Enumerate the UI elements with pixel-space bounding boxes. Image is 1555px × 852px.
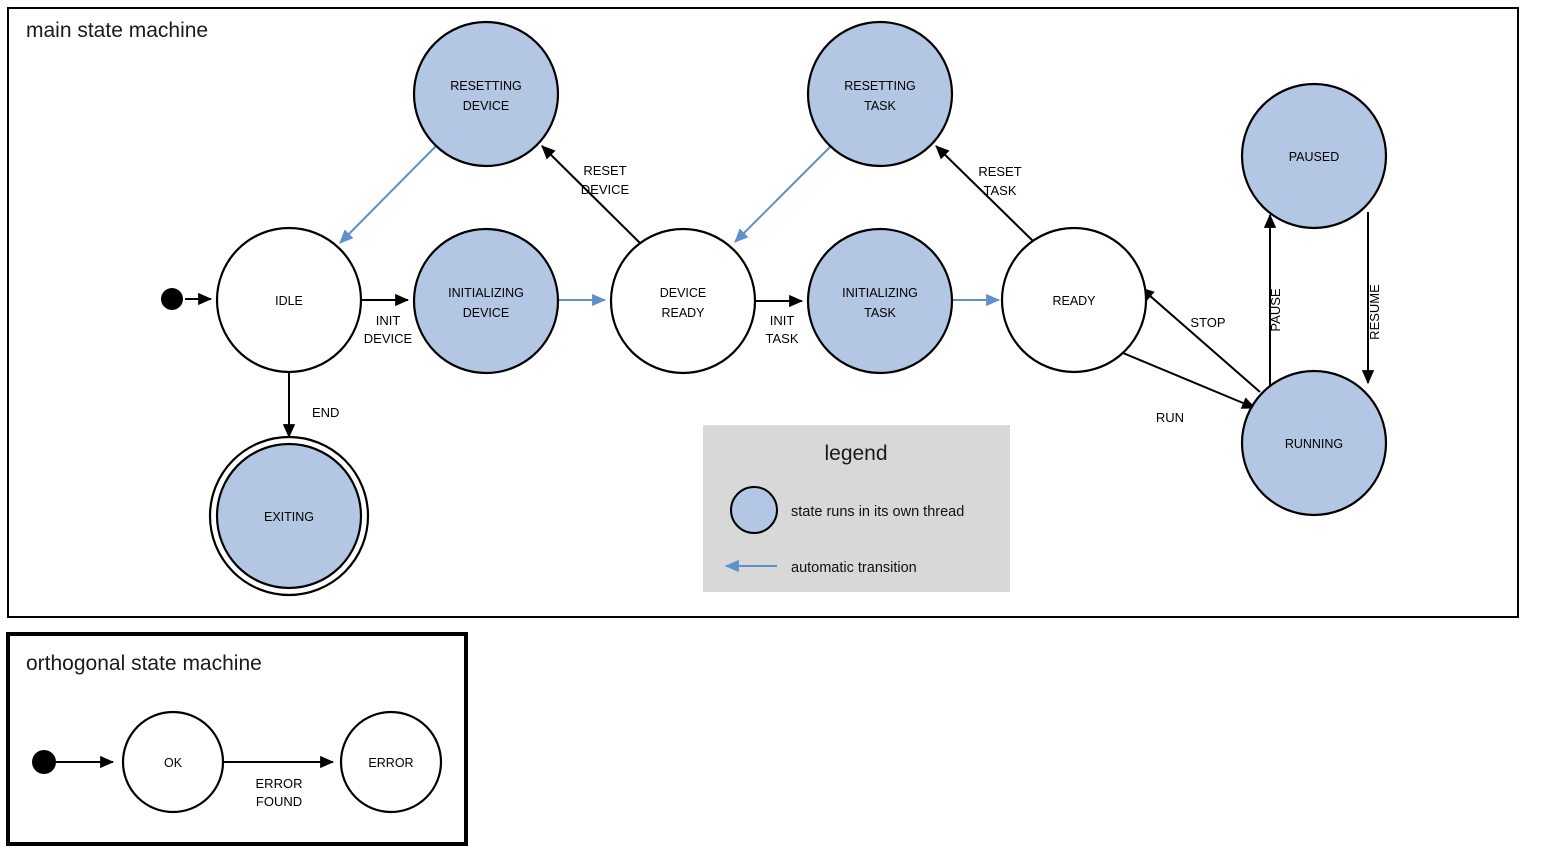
main-panel-title: main state machine: [26, 19, 208, 42]
transition-running-to-ready: [1140, 287, 1261, 393]
transition-resetting-device-to-idle: [339, 144, 438, 244]
edge-label-error-found-line2: FOUND: [256, 794, 302, 809]
edge-label-reset-device-line2: DEVICE: [581, 182, 630, 197]
state-resetting-task-circle[interactable]: [806, 20, 954, 168]
state-paused-circle[interactable]: [1240, 82, 1388, 230]
orthogonal-panel-title: orthogonal state machine: [26, 652, 262, 675]
state-resetting-task-label-line1: RESETTING: [844, 79, 916, 93]
state-resetting-device-circle[interactable]: [412, 20, 560, 168]
edge-label-init-device-line1: INIT: [376, 313, 401, 328]
state-idle[interactable]: IDLE: [215, 226, 363, 374]
edge-label-run: RUN: [1156, 410, 1184, 425]
edge-label-end: END: [312, 405, 339, 420]
legend-auto-text: automatic transition: [791, 560, 917, 576]
state-device-ready-label-line1: DEVICE: [660, 286, 707, 300]
orthogonal-state-machine-panel: orthogonal state machine ERROR FOUND OK …: [6, 632, 468, 846]
transition-ready-to-running: [1122, 352, 1257, 409]
state-ready[interactable]: READY: [1000, 226, 1148, 374]
state-resetting-device[interactable]: RESETTING DEVICE: [412, 20, 560, 168]
state-resetting-device-label-line1: RESETTING: [450, 79, 522, 93]
initial-pseudostate-orthogonal: [32, 750, 56, 774]
state-exiting-circle[interactable]: [215, 442, 363, 590]
state-initializing-task[interactable]: INITIALIZING TASK: [806, 227, 954, 375]
state-initializing-device[interactable]: INITIALIZING DEVICE: [412, 227, 560, 375]
legend-thread-text: state runs in its own thread: [791, 504, 964, 520]
state-idle-label: IDLE: [275, 294, 303, 308]
state-exiting-outer-ring: [208, 435, 370, 597]
edge-label-reset-task-line1: RESET: [978, 164, 1021, 179]
edge-label-init-device-line2: DEVICE: [364, 331, 413, 346]
edge-label-error-found-line1: ERROR: [256, 776, 303, 791]
state-exiting[interactable]: EXITING: [208, 435, 370, 597]
edge-label-init-task-line2: TASK: [766, 331, 799, 346]
state-resetting-task-label-line2: TASK: [864, 99, 896, 113]
state-exiting-label: EXITING: [264, 510, 314, 524]
orthogonal-states: OK ERROR: [32, 710, 443, 814]
edge-label-pause: PAUSE: [1268, 288, 1283, 331]
state-paused[interactable]: PAUSED: [1240, 82, 1388, 230]
transition-ready-to-resetting-task: [935, 145, 1034, 242]
edge-label-reset-device-line1: RESET: [583, 163, 626, 178]
state-running[interactable]: RUNNING: [1240, 369, 1388, 517]
state-initializing-task-label-line2: TASK: [864, 306, 896, 320]
legend-title: legend: [824, 442, 887, 465]
state-error-label: ERROR: [368, 756, 413, 770]
state-resetting-device-label-line2: DEVICE: [463, 99, 510, 113]
state-initializing-device-circle[interactable]: [412, 227, 560, 375]
legend-thread-swatch-icon: [730, 486, 778, 534]
state-resetting-task[interactable]: RESETTING TASK: [806, 20, 954, 168]
edge-label-resume: RESUME: [1367, 284, 1382, 340]
state-device-ready-circle[interactable]: [609, 227, 757, 375]
main-transitions: INIT DEVICE END RESET DEVICE INIT TASK R…: [185, 144, 1382, 439]
state-initializing-task-circle[interactable]: [806, 227, 954, 375]
state-ok[interactable]: OK: [121, 710, 225, 814]
state-initializing-device-label-line2: DEVICE: [463, 306, 510, 320]
state-ready-label: READY: [1052, 294, 1096, 308]
state-initializing-device-label-line1: INITIALIZING: [448, 286, 524, 300]
state-idle-circle[interactable]: [215, 226, 363, 374]
state-error-circle[interactable]: [339, 710, 443, 814]
state-ok-label: OK: [164, 756, 183, 770]
main-state-machine-panel: main state machine INIT DEVICE END RESET…: [7, 7, 1519, 618]
main-states: IDLE RESETTING DEVICE INITIALIZING DEVIC…: [161, 20, 1388, 597]
state-paused-label: PAUSED: [1289, 150, 1339, 164]
state-ready-circle[interactable]: [1000, 226, 1148, 374]
transition-resetting-task-to-device-ready: [734, 145, 832, 243]
initial-pseudostate-main: [161, 288, 183, 310]
transition-device-ready-to-resetting-device: [541, 145, 641, 244]
state-device-ready-label-line2: READY: [661, 306, 705, 320]
state-error[interactable]: ERROR: [339, 710, 443, 814]
state-initializing-task-label-line1: INITIALIZING: [842, 286, 918, 300]
orthogonal-transitions: ERROR FOUND: [56, 755, 335, 809]
edge-label-init-task-line1: INIT: [770, 313, 795, 328]
edge-label-stop: STOP: [1190, 315, 1225, 330]
legend: legend state runs in its own thread auto…: [703, 425, 1010, 592]
state-device-ready[interactable]: DEVICE READY: [609, 227, 757, 375]
state-running-label: RUNNING: [1285, 437, 1343, 451]
edge-label-reset-task-line2: TASK: [984, 183, 1017, 198]
state-ok-circle[interactable]: [121, 710, 225, 814]
state-running-circle[interactable]: [1240, 369, 1388, 517]
